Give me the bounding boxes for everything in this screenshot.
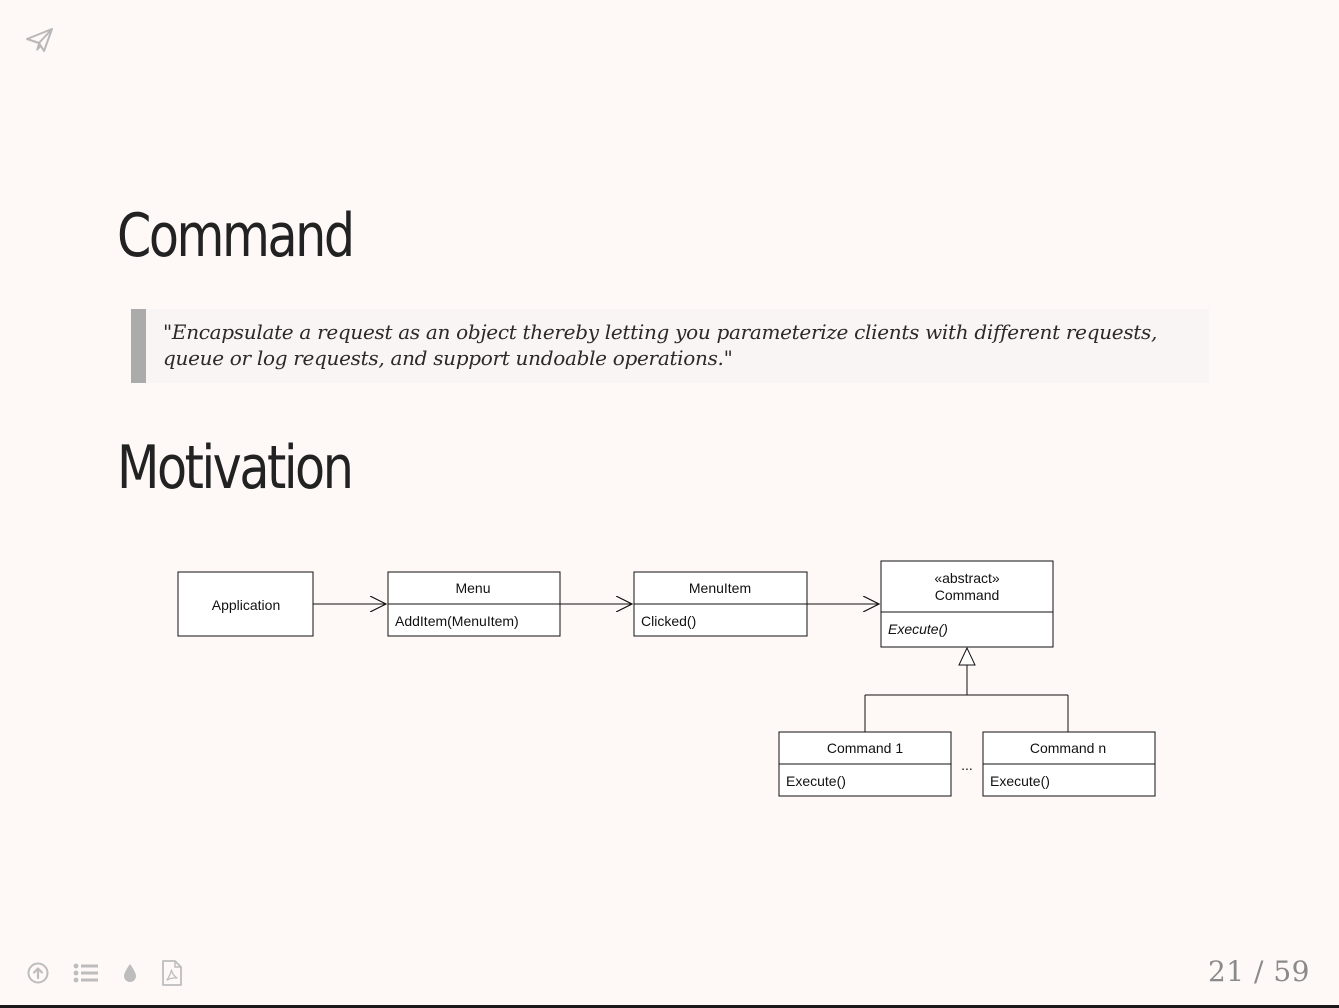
page-title: Command	[117, 201, 355, 271]
uml-class-command-n: Command n Execute()	[982, 731, 1156, 797]
total-slide-count: 59	[1273, 955, 1310, 988]
quote-text: "Encapsulate a request as an object ther…	[163, 320, 1158, 370]
class-method: Execute()	[990, 773, 1050, 789]
class-name: MenuItem	[689, 580, 751, 596]
current-slide-number: 21	[1207, 955, 1245, 988]
inheritance-connector	[864, 646, 1069, 732]
definition-quote: "Encapsulate a request as an object ther…	[131, 309, 1209, 383]
uml-class-menu: Menu AddItem(MenuItem)	[387, 571, 561, 637]
class-name: Command	[935, 587, 1000, 603]
ellipsis-text: ...	[961, 757, 973, 773]
class-name: Command n	[1030, 740, 1106, 756]
class-name: Menu	[455, 580, 490, 596]
pdf-icon[interactable]	[158, 959, 186, 987]
uml-class-command: «abstract» Command Execute()	[880, 560, 1054, 648]
uml-class-application: Application	[177, 571, 314, 637]
slide-counter: 21 / 59	[1208, 955, 1310, 988]
class-method: Execute()	[786, 773, 846, 789]
slide-counter-separator: /	[1254, 955, 1264, 988]
class-stereotype: «abstract»	[934, 570, 1000, 586]
section-heading-motivation: Motivation	[117, 433, 354, 503]
list-icon[interactable]	[72, 959, 100, 987]
window-bottom-border	[0, 1005, 1339, 1008]
arrow-up-circle-icon[interactable]	[24, 959, 52, 987]
class-method: Clicked()	[641, 613, 696, 629]
class-method: Execute()	[888, 621, 948, 637]
uml-class-menuitem: MenuItem Clicked()	[633, 571, 808, 637]
slide-toolbar	[24, 958, 206, 988]
droplet-icon[interactable]	[116, 959, 144, 987]
class-name: Command 1	[827, 740, 903, 756]
class-name: Application	[212, 597, 281, 613]
class-method: AddItem(MenuItem)	[395, 613, 519, 629]
paper-plane-icon[interactable]	[24, 26, 56, 54]
uml-class-command-1: Command 1 Execute()	[778, 731, 952, 797]
